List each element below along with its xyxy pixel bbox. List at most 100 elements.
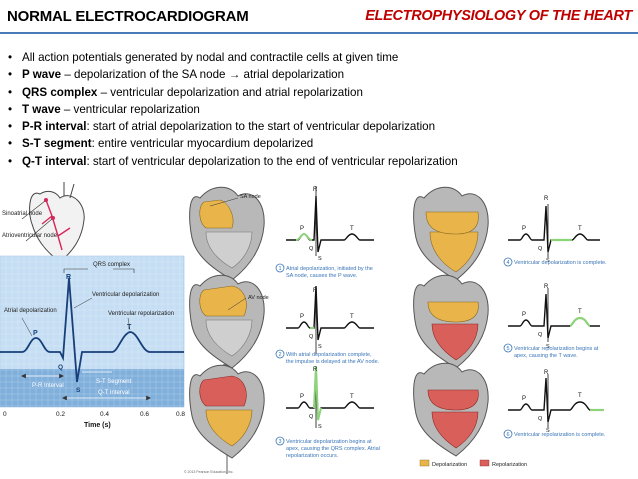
st-segment-label: S-T Segment <box>96 379 132 385</box>
bullet-dot: • <box>8 51 13 64</box>
heart-step-1 <box>189 186 265 281</box>
t-label: T <box>578 226 582 232</box>
ecg-trace <box>0 277 184 383</box>
bullet-text: – ventricular depolarization and atrial … <box>97 85 363 99</box>
step-text: Ventricular depolarization is complete. <box>514 260 607 266</box>
x-axis-label: Time (s) <box>84 422 111 429</box>
sa-node-callout: SA node <box>240 194 261 200</box>
step-number: 1 <box>279 266 282 272</box>
s-wave-label: S <box>76 387 81 394</box>
bullet-text: – depolarization of the SA node → atrial… <box>61 68 345 82</box>
p-wave-label: P <box>33 330 38 337</box>
ecg-strip-1: R P T Q S <box>286 186 374 262</box>
qt-interval-label: Q-T Interval <box>98 390 130 396</box>
s-label: S <box>318 424 322 430</box>
bullet-text: : entire ventricular myocardium depolari… <box>91 137 314 151</box>
bullet-item: • All action potentials generated by noda… <box>8 49 633 66</box>
heart-step-4 <box>413 186 489 281</box>
r-label: R <box>544 284 549 290</box>
step-number: 6 <box>507 432 510 438</box>
step-number: 5 <box>507 346 510 352</box>
x-tick: 0.4 <box>100 411 109 418</box>
ecg-strip-3: R P T Q S <box>286 365 374 430</box>
r-label: R <box>313 367 318 373</box>
s-label: S <box>546 428 550 434</box>
steps-column-left: SA node AV node <box>189 186 269 474</box>
x-tick: 0.2 <box>56 411 65 418</box>
copyright-text: © 2013 Pearson Education, Inc. <box>184 470 233 474</box>
bullet-term: P-R interval <box>22 120 87 134</box>
bullet-item: •P-R interval: start of atrial depolariz… <box>8 118 633 135</box>
bullet-dot: • <box>8 85 13 99</box>
t-label: T <box>350 394 354 400</box>
step-caption-1: 1 Atrial depolarization, initiated by th… <box>275 263 373 279</box>
step-number: 4 <box>507 260 510 266</box>
x-tick: 0.8 <box>176 411 185 418</box>
step-text: With atrial depolarization complete,the … <box>286 352 380 365</box>
bullet-term: QRS complex <box>22 85 98 99</box>
bullet-term: P wave <box>22 68 62 82</box>
heart-step-6 <box>413 362 489 457</box>
s-label: S <box>546 258 550 264</box>
bullet-dot: • <box>8 154 13 168</box>
heart-step-5 <box>413 274 489 369</box>
r-wave-label: R <box>66 274 71 281</box>
q-label: Q <box>538 246 543 252</box>
step-caption-2: 2 With atrial depolarization complete,th… <box>275 349 380 365</box>
step-caption-4: 4 Ventricular depolarization is complete… <box>503 257 607 267</box>
heart-step-3 <box>189 364 265 459</box>
bullet-text: All action potentials generated by nodal… <box>22 51 399 64</box>
depolarization-swatch <box>419 459 430 467</box>
ecg-strip-5: R P T Q S <box>508 284 600 350</box>
t-label: T <box>350 226 354 232</box>
p-label: P <box>522 396 526 402</box>
t-label: T <box>350 314 354 320</box>
q-label: Q <box>309 414 314 420</box>
color-legend: Depolarization Repolarization <box>419 459 527 468</box>
s-label: S <box>318 256 322 262</box>
p-label: P <box>300 226 304 232</box>
bullet-text: – ventricular repolarization <box>60 102 200 116</box>
bullet-item: • Q-T interval: start of ventricular depo… <box>8 153 633 170</box>
p-label: P <box>522 312 526 318</box>
time-axis: 0 0.2 0.4 0.6 0.8 Time (s) <box>3 411 185 429</box>
qrs-complex-label: QRS complex <box>93 262 130 268</box>
repolarization-legend-label: Repolarization <box>492 462 527 468</box>
s-label: S <box>318 344 322 350</box>
repolarization-swatch <box>479 459 490 467</box>
sa-node-label: Sinoatrial node <box>2 211 43 217</box>
ecg-strip-4: R P T Q S <box>508 196 600 264</box>
q-wave-label: Q <box>58 364 63 371</box>
r-label: R <box>544 370 549 376</box>
bullet-term: T wave <box>22 102 61 116</box>
ecg-strips-left: R P T Q S R P T Q S R P T Q S <box>184 186 380 474</box>
header-rule <box>0 32 638 34</box>
step-caption-6: 6 Ventricular repolarization is complete… <box>503 429 606 439</box>
q-label: Q <box>538 416 543 422</box>
step-number: 2 <box>279 352 282 358</box>
heart-conduction-icon <box>29 182 85 263</box>
r-label: R <box>313 288 318 294</box>
ecg-strip-2: R P T Q S <box>286 285 374 354</box>
atrial-depolarization-label: Atrial depolarization <box>4 308 57 314</box>
r-label: R <box>313 187 318 193</box>
ecg-figure: Sinoatrial node Atrioventricular node QR… <box>0 182 607 474</box>
ecg-strip-6: R P T Q S <box>508 370 604 434</box>
bullet-term: S-T segment <box>22 137 92 151</box>
depolarization-legend-label: Depolarization <box>432 462 467 468</box>
p-label: P <box>300 314 304 320</box>
ecg-diagram: Sinoatrial node Atrioventricular node QR… <box>0 182 185 429</box>
bullet-term: Q-T interval <box>22 154 87 168</box>
bullet-item: • QRS complex – ventricular depolarizatio… <box>8 84 633 101</box>
av-node-label: Atrioventricular node <box>2 233 58 239</box>
bullet-text: : start of ventricular depolarization to… <box>86 154 458 168</box>
t-label: T <box>578 309 582 315</box>
x-tick: 0.6 <box>140 411 149 418</box>
step-number: 3 <box>279 439 282 445</box>
pr-interval-label: P-R Interval <box>32 383 64 389</box>
heart-step-2 <box>189 274 265 369</box>
